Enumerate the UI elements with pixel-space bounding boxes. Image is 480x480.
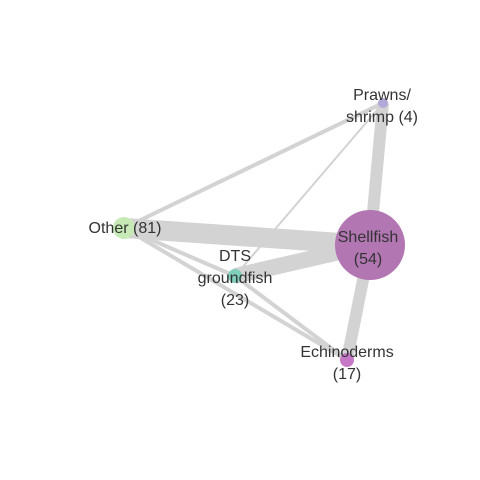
node-label-line: Prawns/ — [353, 87, 411, 104]
node-dts — [228, 269, 242, 283]
node-layer — [113, 98, 405, 367]
node-label-line: Echinoderms — [300, 344, 393, 361]
node-other — [113, 217, 135, 239]
node-label-line: shrimp (4) — [346, 109, 418, 126]
node-label-prawns: Prawns/shrimp (4) — [346, 87, 418, 126]
node-echinoderms — [340, 353, 354, 367]
label-layer: Shellfish (54) Prawns/shrimp (4) Other (81)… — [89, 87, 418, 383]
node-label-line: (54) — [354, 251, 382, 268]
node-label-line: Other (81) — [89, 220, 162, 237]
node-label-shellfish: Shellfish (54) — [338, 229, 398, 268]
node-label-line: (23) — [221, 292, 249, 309]
edge-other-prawns — [123, 101, 384, 230]
node-label-other: Other (81) — [89, 220, 162, 237]
edge-dts-echinoderms — [233, 274, 349, 362]
node-label-line: DTS — [219, 248, 251, 265]
node-shellfish — [335, 210, 405, 280]
edge-other-shellfish — [123, 218, 371, 255]
edge-other-echinoderms — [122, 226, 349, 362]
node-label-line: (17) — [333, 366, 361, 383]
node-prawns — [378, 98, 388, 108]
node-label-dts: DTS groundfish (23) — [198, 248, 273, 309]
edge-dts-prawns — [234, 102, 384, 277]
edge-other-dts — [123, 226, 236, 278]
node-label-echinoderms: Echinoderms (17) — [300, 344, 393, 383]
node-label-line: Shellfish — [338, 229, 398, 246]
node-label-line: groundfish — [198, 270, 273, 287]
